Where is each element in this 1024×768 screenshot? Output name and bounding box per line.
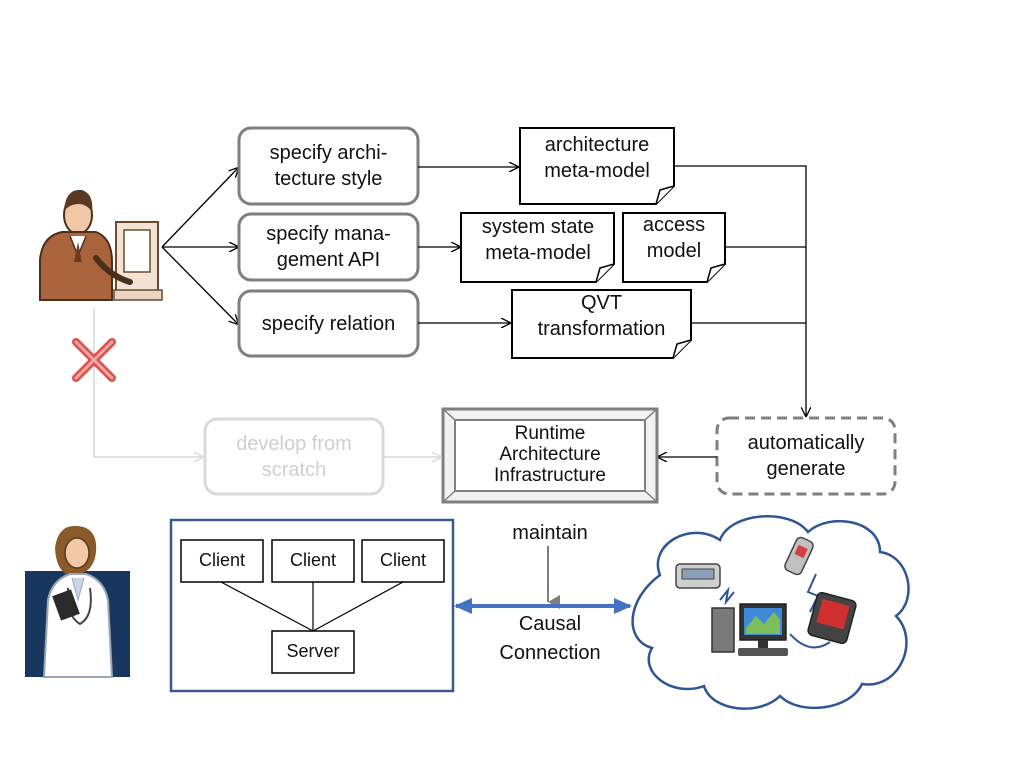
cloud-devices-icon <box>631 515 910 710</box>
qvt-transformation-doc <box>511 289 692 359</box>
specify-architecture-style-box <box>237 126 420 206</box>
architecture-meta-model-doc <box>519 127 675 205</box>
automatically-generate-box <box>715 416 897 496</box>
server-box <box>271 630 355 674</box>
specify-relation-box <box>237 289 420 358</box>
specify-management-api-box <box>237 212 420 282</box>
access-model-doc <box>622 212 726 283</box>
client-box <box>361 539 445 583</box>
reject-x-icon <box>72 338 116 382</box>
developer-icon <box>39 189 163 301</box>
system-state-meta-model-doc <box>460 212 615 283</box>
develop-from-scratch-box <box>203 417 385 496</box>
runtime-architecture-infrastructure-box <box>441 407 659 504</box>
doctor-icon <box>25 525 130 678</box>
client-box <box>180 539 264 583</box>
client-box <box>271 539 355 583</box>
